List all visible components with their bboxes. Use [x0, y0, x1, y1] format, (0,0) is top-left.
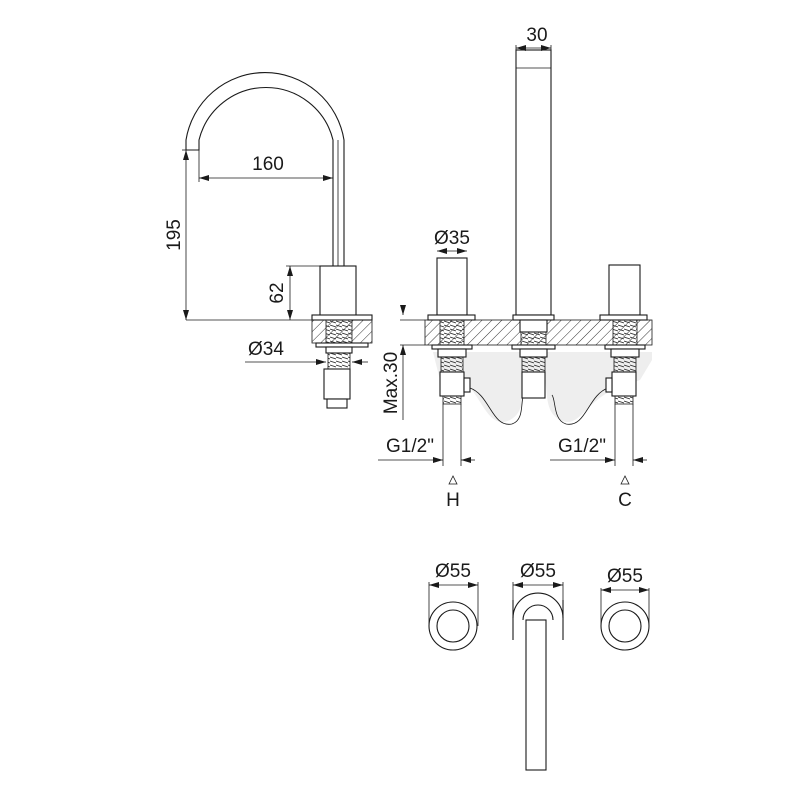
hot-label: H — [446, 490, 460, 511]
spout-top-view — [525, 619, 547, 771]
right-rosette — [600, 601, 650, 651]
dim-max-deck: Max.30 — [381, 352, 402, 414]
top-view: Ø55 Ø55 Ø55 — [428, 561, 650, 771]
connector — [323, 368, 351, 400]
side-view-dimensions: 160 195 62 Ø34 — [164, 149, 368, 365]
cold-valve-knob — [605, 377, 613, 393]
center-spout — [515, 49, 552, 316]
dim-body-height: 62 — [267, 282, 288, 303]
dim-hot-connection: G1/2" — [386, 436, 434, 457]
center-connector — [521, 371, 546, 399]
left-rosette — [428, 601, 478, 651]
dim-handle-diameter: Ø35 — [434, 228, 470, 249]
front-view-faucet — [424, 49, 653, 425]
side-view-faucet — [185, 72, 373, 409]
dim-cold-connection: G1/2" — [558, 436, 606, 457]
front-view-dimensions: 30 Ø35 Max.30 G1/2" H G1/2" C — [378, 25, 647, 511]
dim-spout-reach: 160 — [252, 154, 284, 175]
cold-flow-arrow-icon — [620, 475, 630, 485]
dim-base-diameter: Ø34 — [248, 339, 284, 360]
gooseneck-spout — [185, 72, 345, 267]
hot-flow-arrow-icon — [448, 475, 458, 485]
center-rosette — [512, 592, 564, 619]
cold-label: C — [618, 490, 632, 511]
dim-right-rosette: Ø55 — [607, 566, 643, 587]
dim-center-rosette: Ø55 — [520, 561, 556, 582]
spout-body — [319, 265, 357, 317]
thread — [325, 319, 353, 344]
dim-left-rosette: Ø55 — [435, 561, 471, 582]
cold-handle — [608, 264, 641, 316]
deck-flange — [311, 314, 373, 321]
dim-spout-height: 195 — [164, 219, 185, 251]
hot-valve-knob — [463, 377, 471, 393]
dim-spout-width: 30 — [526, 25, 547, 46]
hot-handle — [436, 257, 468, 316]
